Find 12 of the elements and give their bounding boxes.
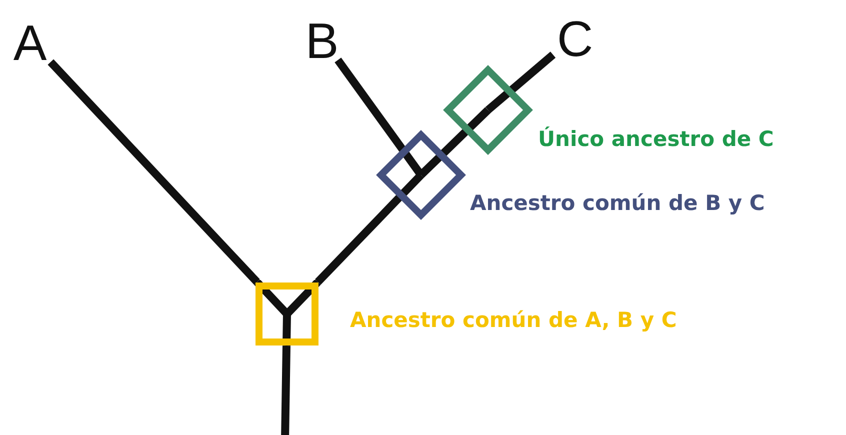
ancestor-label: Único ancestro de C xyxy=(538,126,774,152)
taxon-label: B xyxy=(304,16,340,66)
ancestor-label: Ancestro común de B y C xyxy=(470,190,765,216)
taxon-label: A xyxy=(12,18,48,68)
ancestor-label: Ancestro común de A, B y C xyxy=(350,307,677,333)
taxon-label: C xyxy=(556,14,594,64)
branch-line xyxy=(440,128,468,156)
branch-line xyxy=(281,346,290,435)
branch-line xyxy=(314,194,402,285)
branch-line xyxy=(334,58,406,152)
branch-line xyxy=(48,59,260,285)
branch-line xyxy=(509,52,556,93)
